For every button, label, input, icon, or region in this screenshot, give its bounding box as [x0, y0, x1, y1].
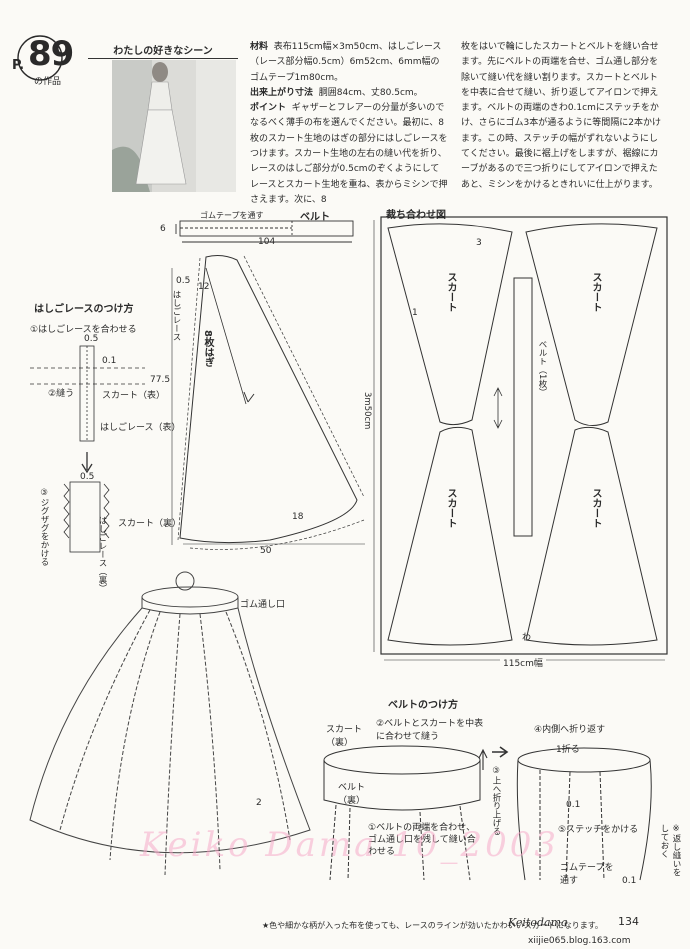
- lace-step-1: ①はしごレースを合わせる: [30, 325, 137, 335]
- page-prefix: P.: [12, 58, 25, 73]
- lace-dim-a: 0.5: [84, 334, 99, 344]
- skirt-illustration: [29, 571, 311, 876]
- instructions-column-1: 材料 表布115cm幅×3m50cm、はしごレース（レース部分幅0.5cm）6m…: [250, 40, 448, 208]
- elastic-label: ゴムテープを通す: [200, 211, 264, 220]
- brand-name: Keitodama: [508, 916, 568, 929]
- belt-elastic-tape: ゴムテープを通す: [560, 863, 614, 886]
- instructions-column-2: 枚をはいで輪にしたスカートとベルトを縫い合せます。先にベルトの両端を合せ、ゴム通…: [461, 42, 662, 190]
- skirt-panel-pattern: [171, 255, 365, 550]
- materials-label: 材料: [250, 42, 269, 52]
- cut-skirt-3: スカート: [445, 488, 456, 528]
- work-suffix: の作品: [34, 77, 62, 87]
- scene-title: わたしの好きなシーン: [88, 42, 238, 59]
- lace-lace-front: はしごレース（表）: [100, 423, 181, 433]
- page-badge: P. 89 の作品: [6, 34, 86, 87]
- model-photo: [112, 60, 236, 192]
- lace-method-sketch: [30, 345, 145, 553]
- panel-waist: 12: [198, 282, 210, 292]
- size-label: 出来上がり寸法: [250, 87, 314, 98]
- page-number: 89: [28, 34, 74, 74]
- panel-lace-label: はしごレース: [171, 290, 181, 341]
- belt-method-sketch: [323, 745, 652, 881]
- belt-skirt-back: スカート（裏）: [326, 725, 363, 748]
- belt-step-5: ⑤ステッチをかける: [558, 825, 639, 835]
- point-label: ポイント: [250, 103, 287, 114]
- skirt-elastic-opening: ゴム通し口: [240, 600, 286, 610]
- panel-top-seam: 0.5: [176, 276, 191, 286]
- cut-seam-b: 1: [412, 308, 418, 318]
- belt-width-dim: 104: [258, 237, 276, 247]
- footer-page-number: 134: [618, 915, 639, 928]
- panel-hem-width: 50: [260, 546, 272, 556]
- cut-seam-a: 3: [476, 238, 482, 248]
- belt-step-2: ②ベルトとスカートを中表に合わせて縫う: [376, 719, 484, 742]
- size-text: 胴囲84cm、丈80.5cm。: [318, 87, 423, 98]
- cut-fabric-width: 115cm幅: [500, 656, 546, 669]
- point-text: ギャザーとフレアーの分量が多いのでなるべく薄手の布を選んでください。最初に、8枚…: [250, 103, 448, 205]
- belt-side-note: ※返し縫いをしておく: [659, 824, 681, 877]
- cut-skirt-1: スカート: [445, 272, 456, 312]
- footer-note: ★色や細かな柄が入った布を使っても、レースのラインが効いたかわいいスカートになり…: [262, 921, 603, 930]
- lace-skirt-back: スカート（裏）: [118, 519, 182, 529]
- belt-height-dim: 6: [160, 224, 166, 234]
- panel-hem-curve: 18: [292, 512, 304, 522]
- belt-step-4: ④内側へ折り返す: [534, 725, 606, 735]
- belt-stitch-b: 0.1: [622, 876, 637, 886]
- belt-step-3: ③上へ折り上げる: [491, 766, 501, 836]
- belt-label: ベルト: [300, 212, 330, 223]
- lace-dim-b: 0.1: [102, 356, 117, 366]
- skirt-hem-allowance: 2: [256, 798, 262, 808]
- lace-method-title: はしごレースのつけ方: [34, 304, 134, 315]
- page-badge-circle: [17, 35, 63, 81]
- lace-skirt-front: スカート（表）: [102, 391, 166, 401]
- watermark: Keiko Dama 10_2003: [140, 825, 560, 865]
- belt-stitch-a: 0.1: [566, 800, 581, 810]
- panel-count-label: 8枚はぎ: [202, 330, 213, 367]
- panel-length: 77.5: [150, 375, 171, 385]
- cut-total-length: 3m50cm: [362, 392, 372, 430]
- lace-step-3: ③ジグザグをかける: [39, 488, 49, 566]
- cut-skirt-4: スカート: [590, 488, 601, 528]
- belt-step-1: ①ベルトの両端を合わせ、ゴム通し口を残して縫い合わせる: [368, 823, 476, 857]
- belt-method-title: ベルトのつけ方: [388, 700, 458, 711]
- lace-dim-c: 0.5: [80, 472, 95, 482]
- cut-fold: わ: [522, 633, 532, 643]
- belt-diagram: [175, 220, 354, 243]
- cut-belt-piece: ベルト（1枚）: [537, 340, 547, 397]
- site-url: xiijie065.blog.163.com: [528, 936, 631, 946]
- cutting-layout-diagram: [373, 216, 668, 661]
- lace-lace-back: はしごレース（裏）: [97, 516, 107, 593]
- belt-belt-back: ベルト（裏）: [338, 783, 366, 806]
- lace-step-2: ②縫う: [48, 389, 75, 399]
- cutting-layout-title: 裁ち合わせ図: [386, 210, 446, 221]
- belt-fold-1: 1折る: [556, 745, 580, 755]
- materials-text: 表布115cm幅×3m50cm、はしごレース（レース部分幅0.5cm）6m52c…: [250, 42, 442, 83]
- cut-skirt-2: スカート: [590, 272, 601, 312]
